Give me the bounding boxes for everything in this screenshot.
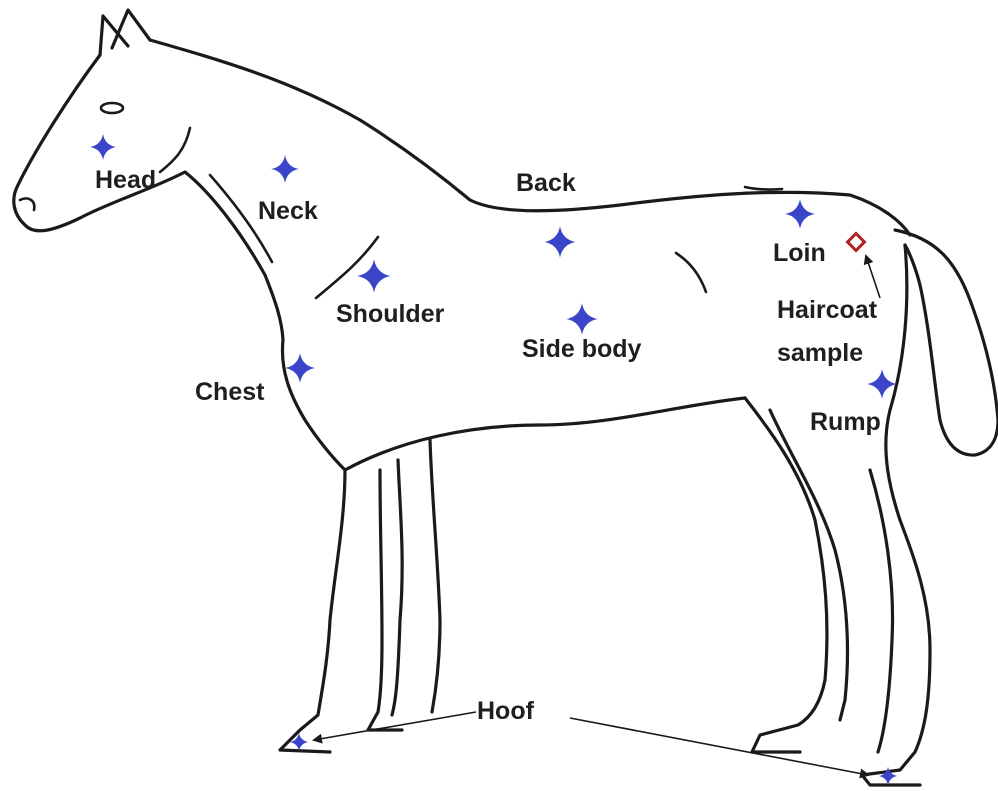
leader-arrows — [314, 256, 880, 775]
hoof-arrow-front — [314, 712, 476, 740]
label-back: Back — [516, 169, 576, 197]
labels: Head Neck Shoulder Chest Back Side body … — [95, 166, 881, 725]
hoof-arrow-hind — [570, 718, 868, 775]
site-marker-head — [90, 134, 116, 160]
label-haircoat-line2: sample — [777, 339, 863, 367]
label-side-body: Side body — [522, 335, 642, 363]
site-marker-rump — [867, 369, 897, 399]
site-marker-back — [544, 226, 576, 258]
label-haircoat-line1: Haircoat — [777, 296, 878, 324]
haircoat-arrow — [866, 256, 880, 298]
label-rump: Rump — [810, 408, 881, 436]
site-marker-chest — [285, 353, 315, 383]
label-head: Head — [95, 166, 156, 194]
site-marker-neck — [271, 155, 299, 183]
sampling-site-markers — [90, 134, 897, 785]
label-hoof: Hoof — [477, 697, 535, 725]
label-loin: Loin — [773, 239, 826, 267]
site-marker-side-body — [566, 303, 598, 335]
label-shoulder: Shoulder — [336, 300, 445, 328]
site-marker-loin — [785, 199, 815, 229]
site-marker-shoulder — [357, 259, 390, 292]
label-chest: Chest — [195, 378, 265, 406]
haircoat-sample-marker — [848, 234, 865, 251]
label-neck: Neck — [258, 197, 318, 225]
horse-outline — [14, 10, 998, 785]
